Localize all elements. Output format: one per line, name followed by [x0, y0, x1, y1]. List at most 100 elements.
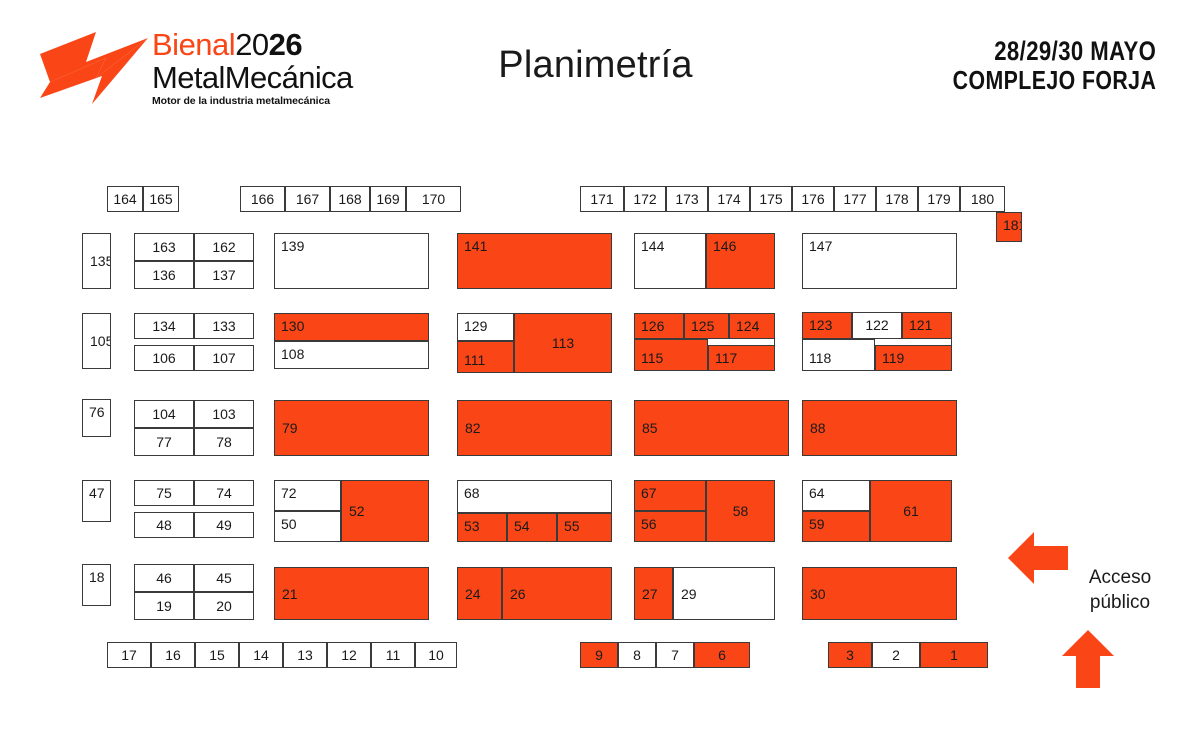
booth-72[interactable]: 72: [274, 480, 341, 511]
booth-50[interactable]: 50: [274, 511, 341, 542]
booth-49[interactable]: 49: [194, 512, 254, 538]
booth-179[interactable]: 179: [918, 186, 960, 212]
booth-123[interactable]: 123: [802, 312, 852, 339]
booth-103[interactable]: 103: [194, 400, 254, 428]
booth-18[interactable]: 18: [82, 564, 111, 606]
booth-172[interactable]: 172: [624, 186, 666, 212]
booth-177[interactable]: 177: [834, 186, 876, 212]
booth-47[interactable]: 47: [82, 480, 111, 522]
booth-9[interactable]: 9: [580, 642, 618, 668]
booth-121[interactable]: 121: [902, 312, 952, 339]
booth-136[interactable]: 136: [134, 261, 194, 289]
booth-3[interactable]: 3: [828, 642, 872, 668]
booth-107[interactable]: 107: [194, 345, 254, 371]
booth-58[interactable]: 58: [706, 480, 775, 542]
booth-174[interactable]: 174: [708, 186, 750, 212]
booth-85[interactable]: 85: [634, 400, 789, 456]
booth-45[interactable]: 45: [194, 564, 254, 592]
booth-166[interactable]: 166: [240, 186, 285, 212]
booth-14[interactable]: 14: [239, 642, 283, 668]
booth-76[interactable]: 76: [82, 399, 111, 437]
booth-124[interactable]: 124: [729, 313, 775, 339]
booth-119[interactable]: 119: [875, 345, 952, 371]
booth-24[interactable]: 24: [457, 567, 502, 620]
booth-129[interactable]: 129: [457, 313, 514, 341]
booth-113[interactable]: 113: [514, 313, 612, 373]
booth-64[interactable]: 64: [802, 480, 870, 511]
booth-178[interactable]: 178: [876, 186, 918, 212]
booth-173[interactable]: 173: [666, 186, 708, 212]
booth-147[interactable]: 147: [802, 233, 957, 289]
booth-165[interactable]: 165: [143, 186, 179, 212]
booth-108[interactable]: 108: [274, 341, 429, 369]
booth-162[interactable]: 162: [194, 233, 254, 261]
booth-88[interactable]: 88: [802, 400, 957, 456]
booth-56[interactable]: 56: [634, 511, 706, 542]
booth-170[interactable]: 170: [406, 186, 461, 212]
booth-13[interactable]: 13: [283, 642, 327, 668]
booth-106[interactable]: 106: [134, 345, 194, 371]
booth-141[interactable]: 141: [457, 233, 612, 289]
booth-115[interactable]: 115: [634, 339, 708, 371]
booth-48[interactable]: 48: [134, 512, 194, 538]
booth-68[interactable]: 68: [457, 480, 612, 513]
booth-181[interactable]: 181: [996, 212, 1022, 242]
booth-82[interactable]: 82: [457, 400, 612, 456]
booth-67[interactable]: 67: [634, 480, 706, 511]
booth-74[interactable]: 74: [194, 480, 254, 506]
booth-167[interactable]: 167: [285, 186, 330, 212]
booth-126[interactable]: 126: [634, 313, 684, 339]
booth-59[interactable]: 59: [802, 511, 870, 542]
booth-6[interactable]: 6: [694, 642, 750, 668]
booth-19[interactable]: 19: [134, 592, 194, 620]
booth-2[interactable]: 2: [872, 642, 920, 668]
booth-117[interactable]: 117: [708, 345, 775, 371]
booth-54[interactable]: 54: [507, 513, 557, 542]
booth-12[interactable]: 12: [327, 642, 371, 668]
booth-125[interactable]: 125: [684, 313, 729, 339]
booth-78[interactable]: 78: [194, 428, 254, 456]
booth-55[interactable]: 55: [557, 513, 612, 542]
booth-111[interactable]: 111: [457, 341, 514, 373]
booth-1[interactable]: 1: [920, 642, 988, 668]
booth-7[interactable]: 7: [656, 642, 694, 668]
booth-180[interactable]: 180: [960, 186, 1005, 212]
booth-169[interactable]: 169: [370, 186, 406, 212]
booth-144[interactable]: 144: [634, 233, 706, 289]
booth-20[interactable]: 20: [194, 592, 254, 620]
booth-139[interactable]: 139: [274, 233, 429, 289]
booth-171[interactable]: 171: [580, 186, 624, 212]
booth-10[interactable]: 10: [415, 642, 457, 668]
booth-8[interactable]: 8: [618, 642, 656, 668]
booth-61[interactable]: 61: [870, 480, 952, 542]
booth-79[interactable]: 79: [274, 400, 429, 456]
booth-46[interactable]: 46: [134, 564, 194, 592]
booth-29[interactable]: 29: [673, 567, 775, 620]
booth-27[interactable]: 27: [634, 567, 673, 620]
booth-168[interactable]: 168: [330, 186, 370, 212]
booth-130[interactable]: 130: [274, 313, 429, 341]
booth-175[interactable]: 175: [750, 186, 792, 212]
booth-52[interactable]: 52: [341, 480, 429, 542]
booth-134[interactable]: 134: [134, 313, 194, 339]
booth-122[interactable]: 122: [852, 312, 902, 339]
booth-118[interactable]: 118: [802, 339, 875, 371]
booth-26[interactable]: 26: [502, 567, 612, 620]
booth-163[interactable]: 163: [134, 233, 194, 261]
booth-77[interactable]: 77: [134, 428, 194, 456]
booth-11[interactable]: 11: [371, 642, 415, 668]
booth-133[interactable]: 133: [194, 313, 254, 339]
booth-104[interactable]: 104: [134, 400, 194, 428]
booth-21[interactable]: 21: [274, 567, 429, 620]
booth-15[interactable]: 15: [195, 642, 239, 668]
booth-135[interactable]: 135: [82, 233, 111, 289]
booth-16[interactable]: 16: [151, 642, 195, 668]
booth-105[interactable]: 105: [82, 313, 111, 369]
booth-146[interactable]: 146: [706, 233, 775, 289]
booth-164[interactable]: 164: [107, 186, 143, 212]
booth-176[interactable]: 176: [792, 186, 834, 212]
booth-137[interactable]: 137: [194, 261, 254, 289]
booth-53[interactable]: 53: [457, 513, 507, 542]
booth-30[interactable]: 30: [802, 567, 957, 620]
booth-17[interactable]: 17: [107, 642, 151, 668]
